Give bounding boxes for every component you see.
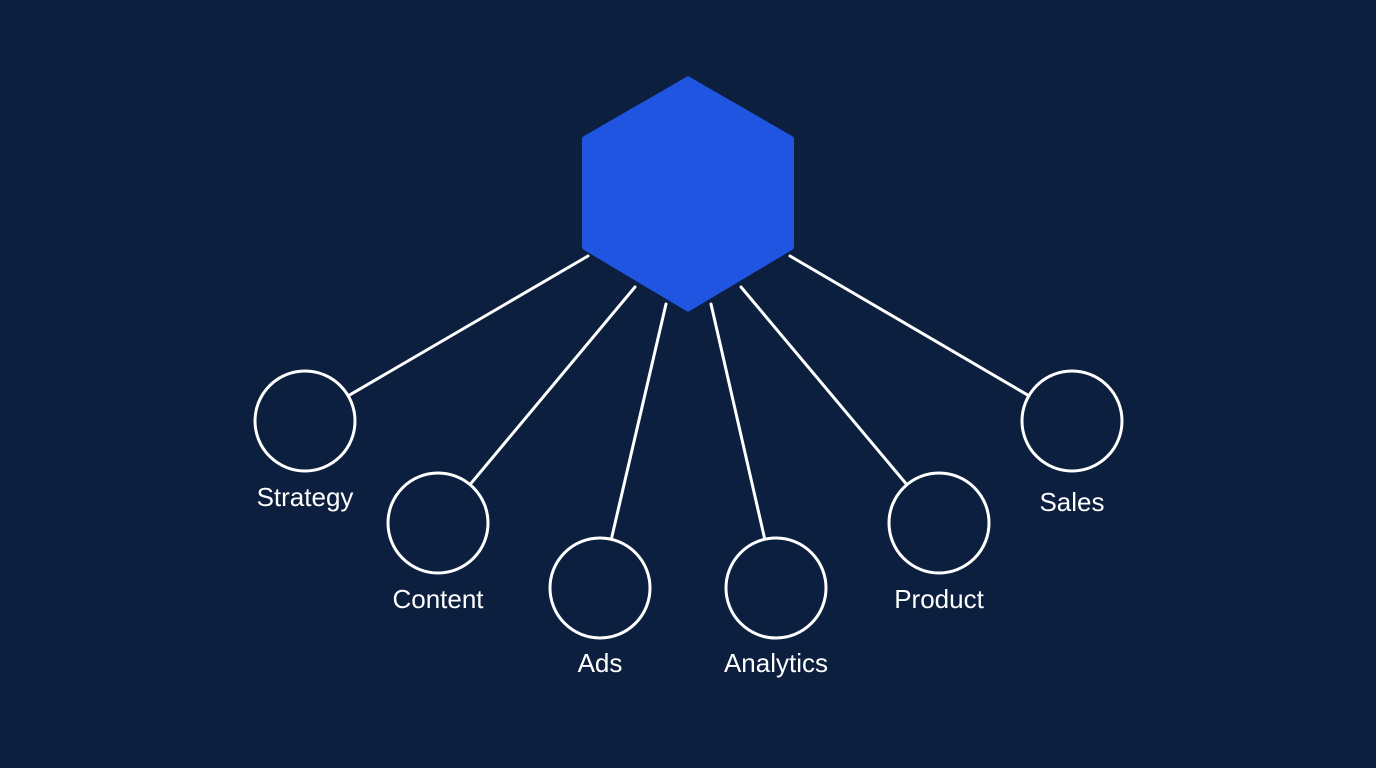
node-circle-sales: [1020, 369, 1124, 473]
connector-ads: [609, 302, 668, 541]
node-label-ads: Ads: [578, 648, 623, 678]
node-label-product: Product: [894, 584, 984, 614]
connector-analytics: [709, 302, 767, 541]
connector-content: [468, 285, 637, 487]
connector-lines: [346, 254, 1031, 541]
node-label-content: Content: [392, 584, 484, 614]
node-circle-product: [887, 471, 991, 575]
node-circle-content: [386, 471, 490, 575]
node-label-analytics: Analytics: [724, 648, 828, 678]
connector-strategy: [346, 254, 590, 398]
node-label-strategy: Strategy: [257, 482, 354, 512]
connector-sales: [788, 254, 1031, 398]
node-circle-strategy: [253, 369, 357, 473]
node-label-sales: Sales: [1039, 487, 1104, 517]
central-hub-hexagon: [582, 76, 794, 312]
node-circle-analytics: [724, 536, 828, 640]
node-circle-ads: [548, 536, 652, 640]
connector-product: [739, 285, 909, 487]
